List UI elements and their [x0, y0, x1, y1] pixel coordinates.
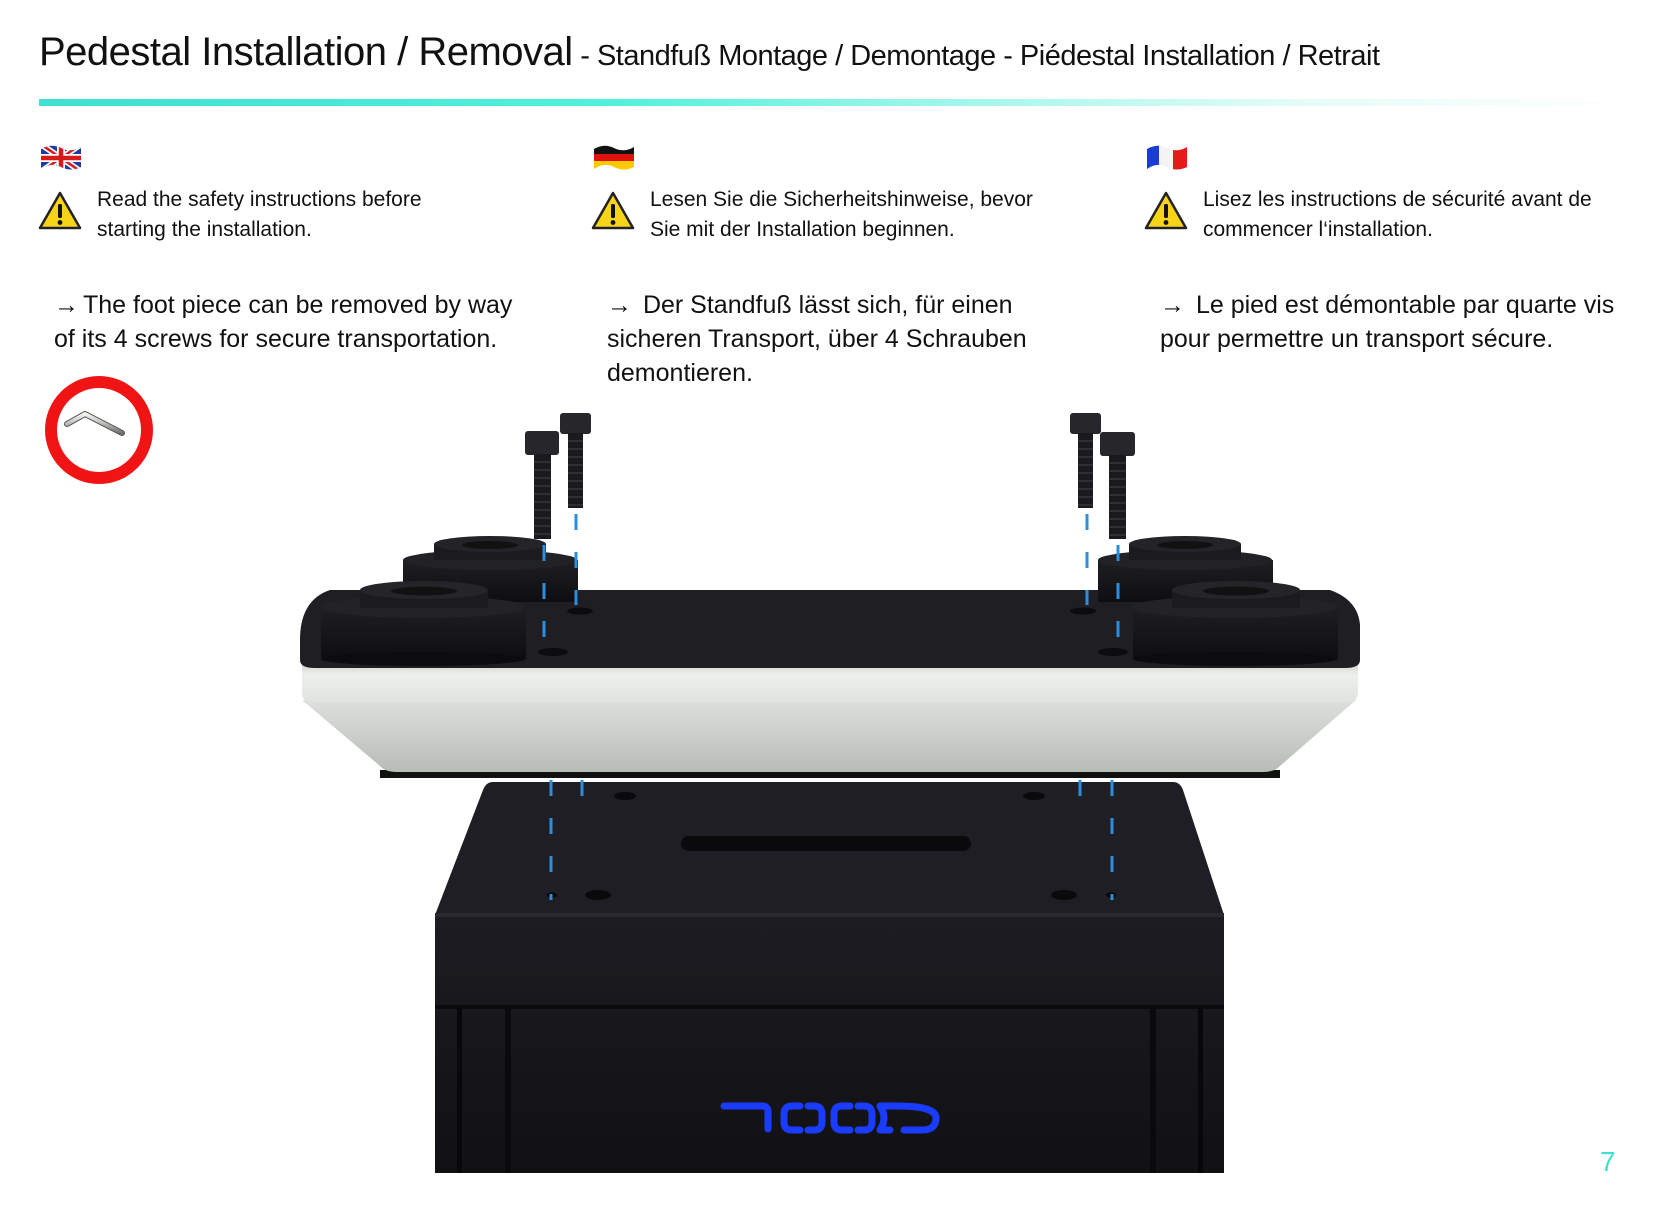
instruction-fr: → Le pied est démontable par quarte vis … [1160, 288, 1660, 356]
arrow-right-icon: → [54, 291, 79, 319]
warning-text-fr: Lisez les instructions de sécurité avant… [1203, 185, 1673, 245]
arrow-right-icon: → [1160, 291, 1185, 319]
page-title-sub: - Standfuß Montage / Demontage - Piédest… [572, 40, 1380, 72]
warning-text-de: Lesen Sie die Sicherheitshinweise, bevor… [650, 185, 1120, 245]
instruction-line: sicheren Transport, über 4 Schrauben [607, 325, 1027, 353]
rubber-foot-front-left [321, 581, 526, 666]
page-title: Pedestal Installation / Removal - Standf… [39, 30, 1380, 75]
alignment-guide-lines [542, 514, 1120, 900]
warning-line: Read the safety instructions before [97, 188, 422, 211]
warning-line: Lisez les instructions de sécurité avant… [1203, 188, 1592, 211]
warning-triangle-icon [591, 191, 635, 230]
warning-line: Sie mit der Installation beginnen. [650, 218, 955, 241]
warning-triangle-icon [38, 191, 82, 230]
hex-key-icon [45, 376, 153, 484]
germany-flag-icon [594, 145, 634, 170]
brand-logo [720, 1102, 940, 1134]
pedestal-base-box [435, 782, 1224, 1173]
page-title-main: Pedestal Installation / Removal [39, 30, 573, 74]
arrow-right-icon: → [607, 291, 632, 319]
instruction-line: demontieren. [607, 359, 753, 387]
instruction-line: Le pied est démontable par quarte vis [1189, 291, 1615, 319]
screw-icon [1100, 432, 1135, 539]
screw-icon [560, 413, 591, 508]
screw-icon [525, 431, 559, 539]
instruction-line: of its 4 screws for secure transportatio… [54, 325, 498, 353]
screw-icon [1070, 413, 1101, 508]
rubber-foot-back-right [1098, 536, 1273, 602]
warning-line: starting the installation. [97, 218, 312, 241]
uk-flag-icon [41, 145, 81, 170]
page-number: 7 [1600, 1146, 1616, 1177]
instruction-line: The foot piece can be removed by way [83, 291, 513, 319]
instruction-de: → Der Standfuß lässt sich, für einen sic… [607, 288, 1107, 390]
france-flag-icon [1147, 145, 1187, 170]
rubber-foot-back-left [403, 536, 578, 602]
rubber-foot-front-right [1133, 581, 1338, 666]
title-underline-divider [39, 99, 1629, 106]
warning-line: Lesen Sie die Sicherheitshinweise, bevor [650, 188, 1033, 211]
instruction-line: pour permettre un transport sécure. [1160, 325, 1554, 353]
pedestal-foot-plate [300, 590, 1360, 778]
instruction-line: Der Standfuß lässt sich, für einen [636, 291, 1013, 319]
warning-line: commencer l‘installation. [1203, 218, 1433, 241]
instruction-en: →The foot piece can be removed by way of… [54, 288, 554, 356]
warning-triangle-icon [1144, 191, 1188, 230]
warning-text-en: Read the safety instructions before star… [97, 185, 567, 245]
